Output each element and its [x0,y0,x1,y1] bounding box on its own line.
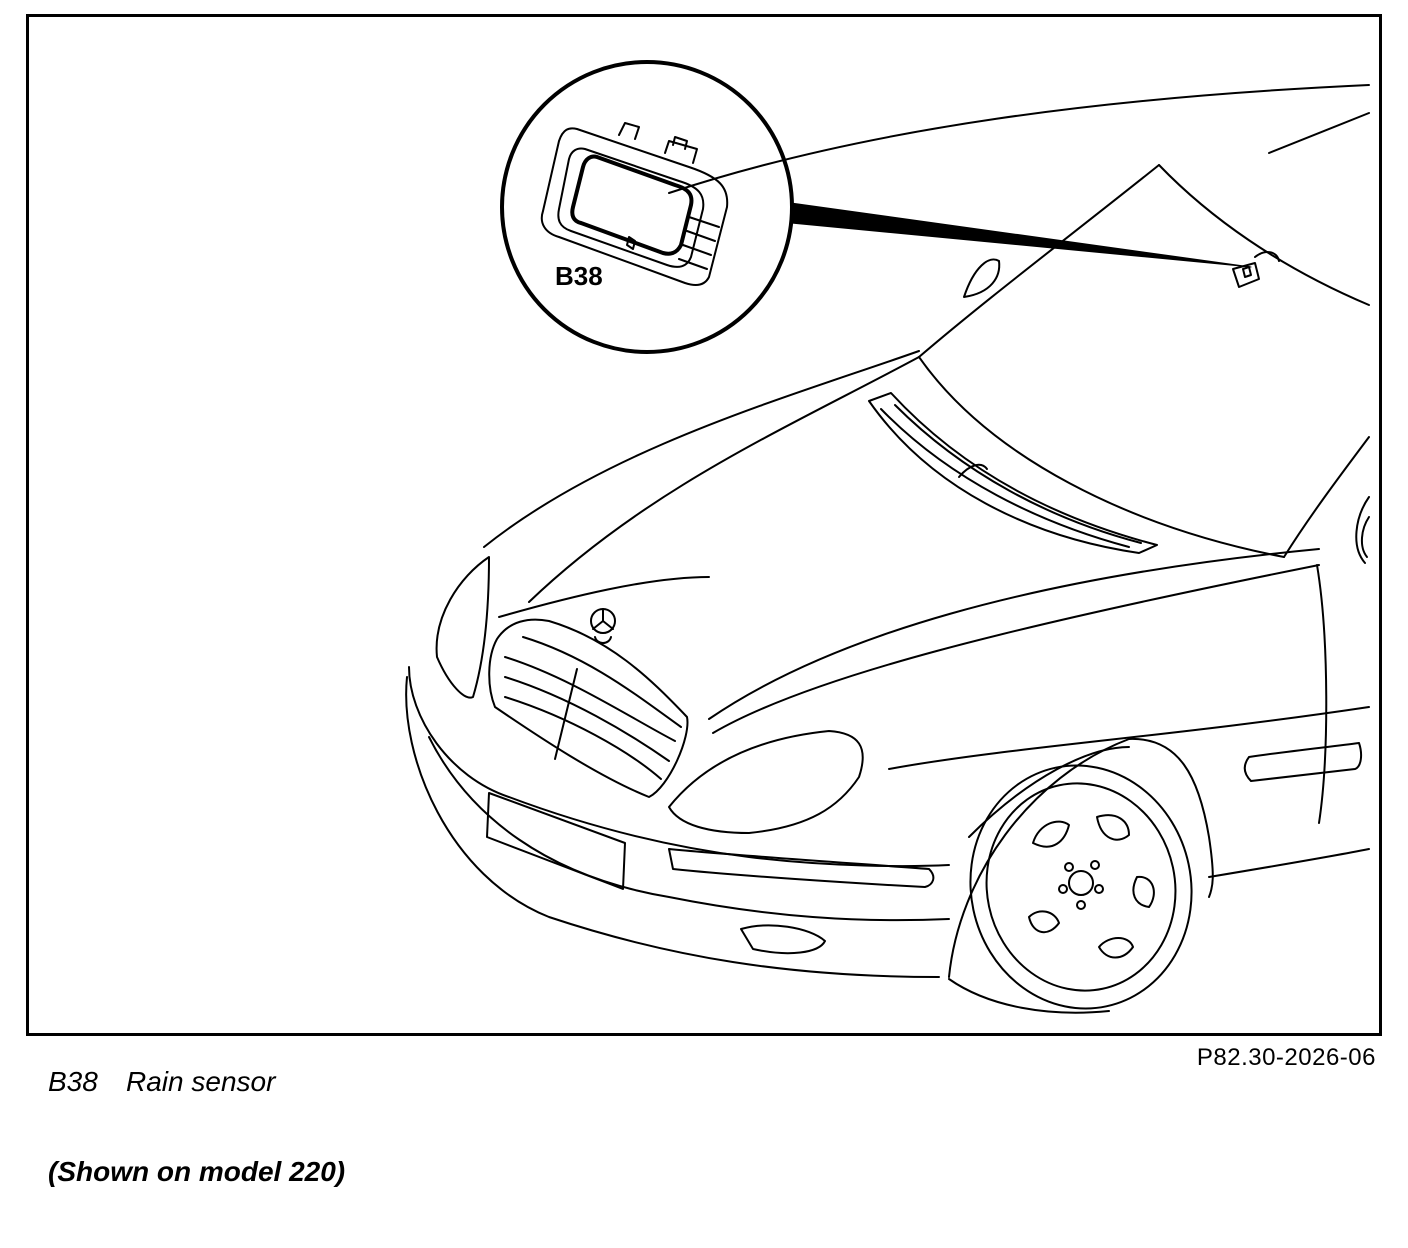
hood-left-edge [483,350,920,548]
front-wheel [969,764,1193,1010]
fog-light [740,924,826,955]
headlight-right [668,730,864,834]
legend-description: Rain sensor [126,1066,276,1097]
car-diagram: B38 [405,60,1370,1014]
hood-ornament [590,608,616,644]
figure-frame: B38 [26,14,1382,1036]
rain-sensor-location [1232,251,1280,288]
hood-fold [528,356,920,603]
side-marker [668,848,935,888]
car-illustration [405,84,1370,1014]
wiper-nozzle [958,463,988,478]
license-plate [486,792,626,890]
side-body-line [888,706,1370,770]
legend-item: B38 Rain sensor [48,1066,275,1098]
door-line [1316,564,1328,824]
door-handle [1243,742,1363,782]
roof-line [668,84,1370,194]
ground-front [948,978,1110,1014]
hood-rear-edge [918,356,1285,558]
hood-right-crease [708,548,1320,720]
sill-line [1208,848,1370,878]
leader-line [790,202,1252,268]
roof-inner-line [1268,112,1370,154]
figure-reference: P82.30-2026-06 [1196,1044,1376,1071]
hood-front-edge [498,576,710,618]
fender-line [712,564,1320,734]
callout-label: B38 [555,261,603,291]
mirror [963,258,1001,298]
windshield-left [918,164,1160,358]
rain-sensor-icon [540,122,729,286]
bumper-bottom [405,676,940,978]
grille-outline [488,618,689,798]
bumper-top [408,666,950,868]
headlight-left [435,556,490,699]
windshield-top [1158,164,1370,306]
model-note: (Shown on model 220) [48,1156,346,1187]
cowl-vent [868,392,1158,554]
detail-callout: B38 [500,60,794,354]
side-mirror-right [1355,496,1370,564]
legend-code: B38 [48,1066,98,1097]
windshield-right [1283,436,1370,558]
detail-circle [500,60,794,354]
bumper-lower-line [428,736,950,922]
wheel-arch [948,737,1214,978]
